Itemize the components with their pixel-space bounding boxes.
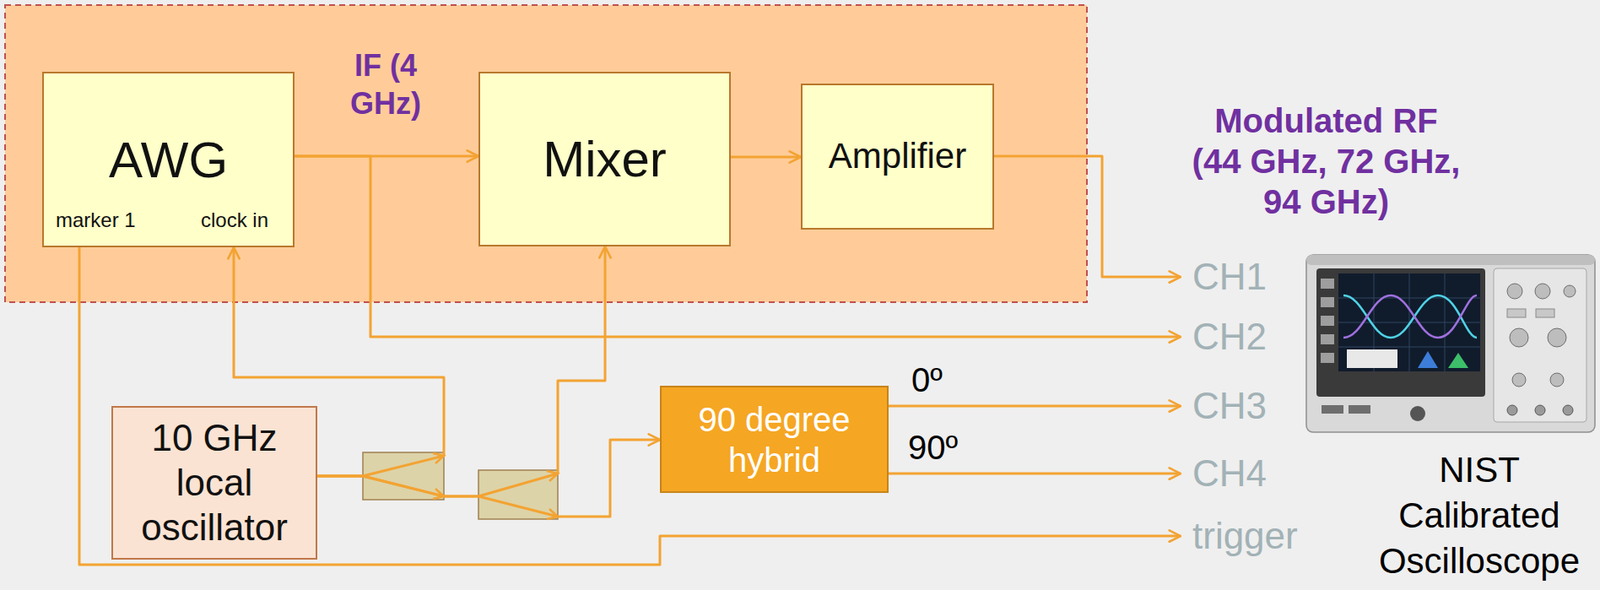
scope-knob xyxy=(1547,328,1567,347)
signal-wire xyxy=(994,156,1181,277)
channel-label: CH2 xyxy=(1192,315,1267,358)
scope-knob xyxy=(1507,283,1523,299)
signal-wire xyxy=(730,156,801,159)
scope-knob xyxy=(1509,328,1529,347)
signal-wire xyxy=(888,405,1181,408)
box-label: AWG xyxy=(108,130,228,190)
amplifier-box: Amplifier xyxy=(800,83,995,230)
channel-label: trigger xyxy=(1192,514,1298,557)
box-label: Amplifier xyxy=(828,135,967,178)
scope-bezel xyxy=(1316,268,1486,397)
scope-knob xyxy=(1512,372,1526,387)
scope-button xyxy=(1320,297,1335,308)
hybrid-box: 90 degree hybrid xyxy=(659,385,889,493)
edge-label: Modulated RF (44 GHz, 72 GHz, 94 GHz) xyxy=(1189,100,1464,222)
awg-box: AWG marker 1 clock in xyxy=(42,71,295,248)
scope-knob xyxy=(1550,372,1564,387)
screen-grid xyxy=(1338,273,1481,372)
port-label: marker 1 xyxy=(55,208,136,233)
signal-wire xyxy=(888,472,1181,476)
signal-wire xyxy=(317,439,660,517)
scope-top xyxy=(1306,254,1595,265)
eye-trace xyxy=(1343,295,1477,338)
scope-connector xyxy=(1562,405,1573,416)
scope-knob xyxy=(1535,283,1551,299)
edge-label: 0º xyxy=(911,361,943,399)
edge-label: IF (4 GHz) xyxy=(326,46,445,123)
scope-button xyxy=(1507,308,1526,318)
scope-button xyxy=(1320,334,1335,345)
port-label: clock in xyxy=(200,208,269,233)
scope-button xyxy=(1320,278,1335,289)
signal-wire xyxy=(79,247,1181,565)
oscillator-box: 10 GHz local oscillator xyxy=(111,405,318,560)
scope-screen xyxy=(1338,273,1481,372)
scope-connector xyxy=(1507,405,1518,416)
scope-connector xyxy=(1410,405,1426,422)
scope-connector xyxy=(1535,405,1546,416)
channel-label: CH3 xyxy=(1192,384,1267,428)
channel-label: CH4 xyxy=(1192,452,1267,495)
usb-port xyxy=(1321,405,1344,414)
mixer-box: Mixer xyxy=(478,71,731,247)
scope-body xyxy=(1306,254,1595,433)
scope-button xyxy=(1320,315,1335,326)
scope-button xyxy=(1535,308,1555,318)
channel-label: CH1 xyxy=(1192,255,1267,298)
usb-port xyxy=(1348,405,1371,414)
screen-panel xyxy=(1346,349,1398,368)
scope-button xyxy=(1320,352,1335,363)
signal-wire xyxy=(317,246,606,497)
scope-knob xyxy=(1563,285,1576,298)
signal-wire xyxy=(294,156,1181,337)
box-label: 10 GHz local oscillator xyxy=(121,416,308,550)
edge-label: 90º xyxy=(908,428,958,466)
oscilloscope-illustration xyxy=(1306,254,1595,433)
control-panel xyxy=(1493,268,1587,422)
transmitter-region xyxy=(5,5,1087,303)
oscilloscope-node: CH1CH2CH3CH4 trigger NIST Calibrated Oscil… xyxy=(1180,253,1598,588)
histogram xyxy=(1417,351,1438,368)
box-label: 90 degree hybrid xyxy=(668,399,881,481)
eye-trace xyxy=(1343,295,1477,338)
box-label: Mixer xyxy=(542,129,667,189)
instrument-label: NIST Calibrated Oscilloscope xyxy=(1365,447,1594,584)
histogram xyxy=(1448,352,1469,368)
